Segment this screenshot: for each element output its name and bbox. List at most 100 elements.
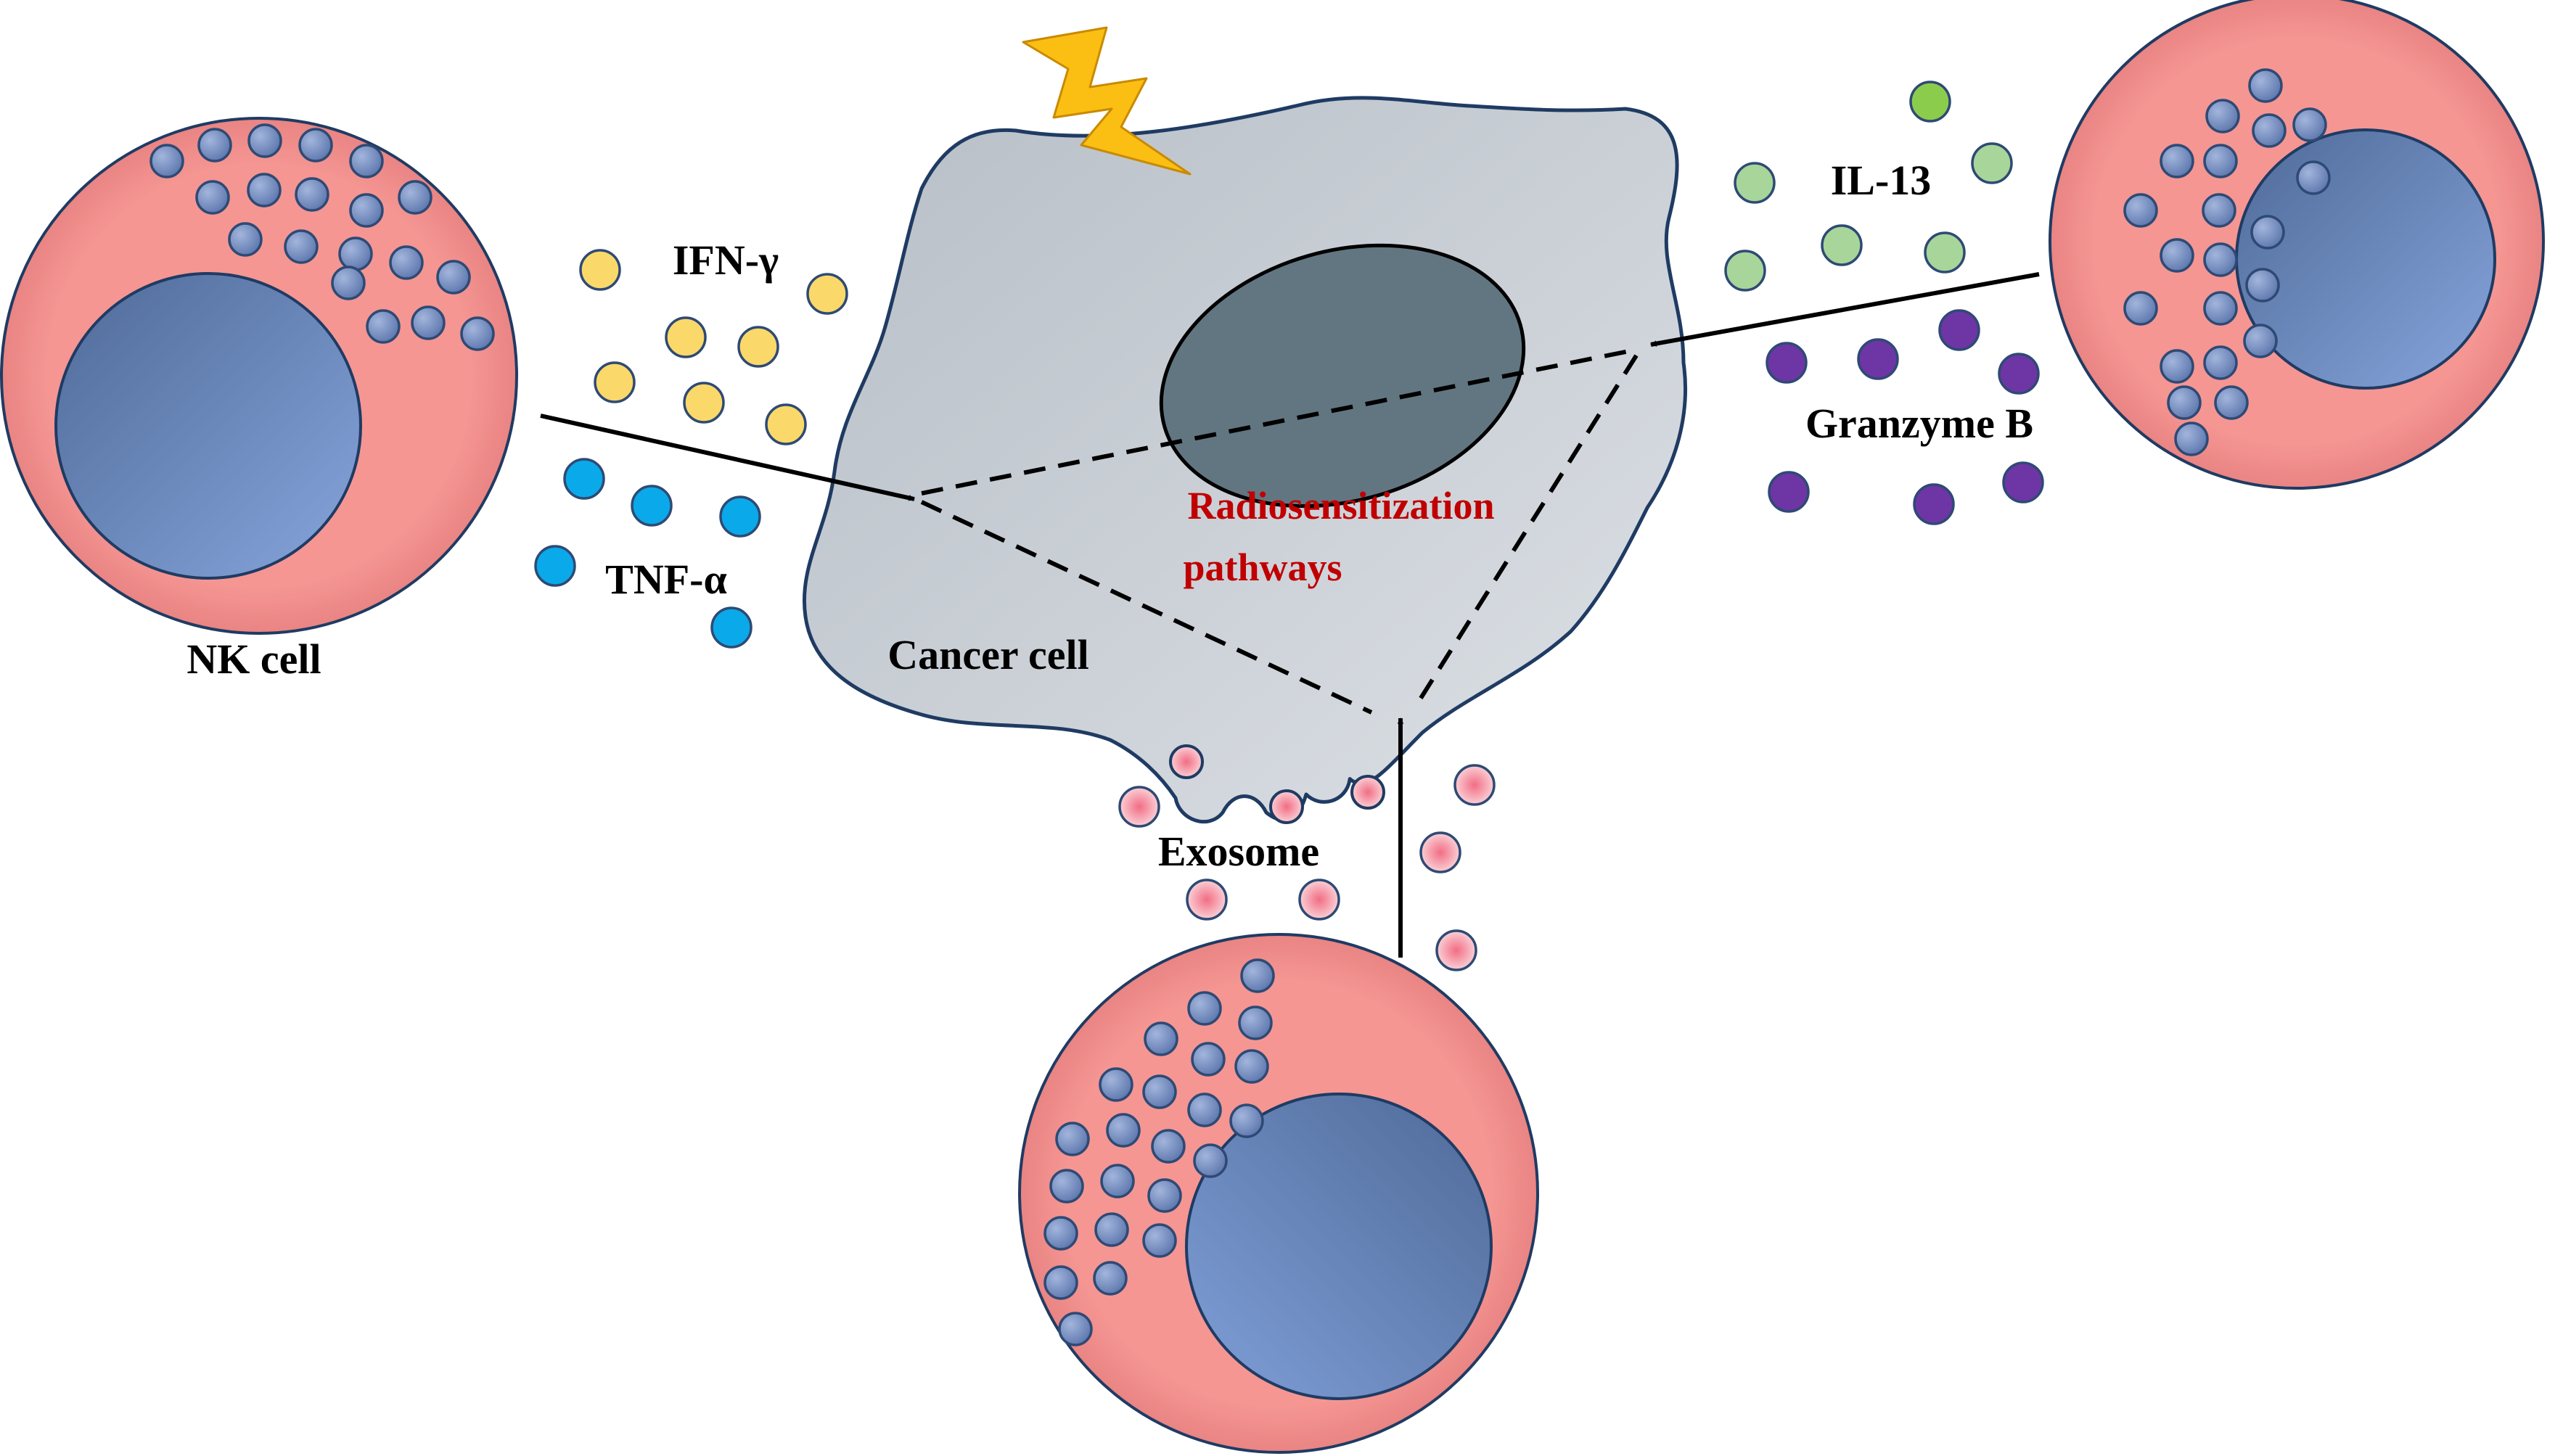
ifn-gamma-label: IFN-γ [673, 237, 779, 284]
granule [2248, 68, 2283, 103]
granule [1229, 1103, 1264, 1138]
granule [2296, 160, 2331, 195]
granule [2250, 215, 2285, 250]
exosome [1118, 786, 1160, 828]
granzyme-b-molecule [1998, 353, 2040, 395]
nk-cell-nucleus [1185, 1093, 1493, 1400]
granule [1106, 1113, 1141, 1148]
granule [366, 309, 401, 344]
granule [2203, 291, 2238, 326]
radiosensitization-label-line2: pathways [1183, 546, 1342, 589]
tnf-alpha-molecule [563, 458, 605, 500]
tnf-alpha-molecule [631, 485, 673, 527]
granule [398, 180, 432, 215]
granzyme-b-molecule [1768, 471, 1810, 513]
granule [149, 144, 184, 178]
granule [411, 305, 446, 340]
arrow-from-nk-cell-right [1650, 272, 2040, 347]
granule [284, 229, 319, 264]
cancer-cell [802, 96, 1687, 824]
granule [460, 316, 495, 351]
il13-molecule [1734, 162, 1776, 204]
exosome [1169, 744, 1204, 779]
granule [349, 193, 384, 228]
tnf-alpha-molecules [534, 458, 761, 649]
exosome [1269, 789, 1304, 824]
granules [149, 123, 495, 351]
tnf-alpha-label: TNF-α [605, 556, 727, 603]
il13-label: IL-13 [1831, 157, 1932, 204]
granule [2292, 107, 2327, 142]
granule [247, 173, 282, 207]
arrows [540, 272, 2040, 958]
granzyme-b-label: Granzyme B [1805, 400, 2033, 447]
granule [436, 260, 471, 295]
exosome [1419, 831, 1461, 873]
granule [2214, 385, 2249, 420]
granule [1151, 1129, 1186, 1164]
granule [2123, 291, 2158, 326]
granule [1043, 1216, 1078, 1251]
granule [1191, 1042, 1226, 1077]
granule [338, 237, 373, 271]
tnf-alpha-molecule [719, 495, 761, 538]
arrow-from-nk-cell-left [540, 414, 915, 501]
exosome [1435, 929, 1477, 971]
exosome [1186, 879, 1228, 921]
nk-cell-right [2049, 0, 2545, 490]
ifn-gamma-molecule [765, 403, 807, 445]
granule [1142, 1223, 1177, 1258]
granule [1238, 1005, 1273, 1040]
granule [2160, 238, 2194, 273]
cancer-cell-nucleus [1159, 243, 1526, 509]
granule [1193, 1143, 1228, 1178]
radiosensitization-label-line1: Radiosensitization [1187, 484, 1494, 527]
granule [1187, 1093, 1222, 1127]
granules [1043, 958, 1275, 1346]
ifn-gamma-molecule [665, 316, 707, 358]
il13-molecule [1971, 142, 2013, 184]
granule [247, 123, 282, 158]
ifn-gamma-molecule [579, 249, 621, 291]
granule [1099, 1067, 1133, 1102]
granule [2123, 193, 2158, 228]
ifn-gamma-molecule [683, 382, 725, 424]
granule [2160, 144, 2194, 178]
il13-molecule [1724, 250, 1766, 292]
nk-cell-left [0, 117, 518, 635]
granule [1049, 1169, 1084, 1204]
granule [1187, 991, 1222, 1026]
granule [1100, 1164, 1135, 1198]
granule [331, 266, 366, 300]
granzyme-b-molecule [1913, 483, 1955, 525]
granule [2243, 324, 2278, 358]
tnf-alpha-molecule [710, 606, 753, 649]
granule [228, 222, 263, 257]
granule [2174, 421, 2209, 456]
granule [197, 128, 232, 163]
dashed-edge [921, 347, 1637, 495]
granule [349, 144, 384, 178]
granzyme-b-molecule [2002, 461, 2044, 503]
ifn-gamma-molecules [579, 249, 848, 445]
granule [2245, 268, 2280, 303]
nk-cell-nucleus [54, 272, 362, 580]
lightning-bolt-icon [1022, 26, 1192, 176]
budding-exosomes [1169, 744, 1385, 824]
granzyme-b-molecule [1938, 309, 1980, 351]
granule [1094, 1212, 1129, 1247]
granzyme-b-molecule [1766, 342, 1808, 384]
tnf-alpha-molecule [534, 545, 576, 587]
granule [1058, 1312, 1093, 1346]
exosome [1298, 879, 1340, 921]
il13-molecule [1924, 231, 1966, 273]
granzyme-b-molecule [1857, 338, 1899, 380]
nk-cell-bottom [1018, 933, 1539, 1454]
granule [1234, 1049, 1269, 1084]
ifn-gamma-molecule [737, 326, 779, 368]
ifn-gamma-molecule [806, 273, 848, 315]
granule [2203, 242, 2238, 277]
granule [2203, 144, 2238, 178]
granule [195, 180, 230, 215]
